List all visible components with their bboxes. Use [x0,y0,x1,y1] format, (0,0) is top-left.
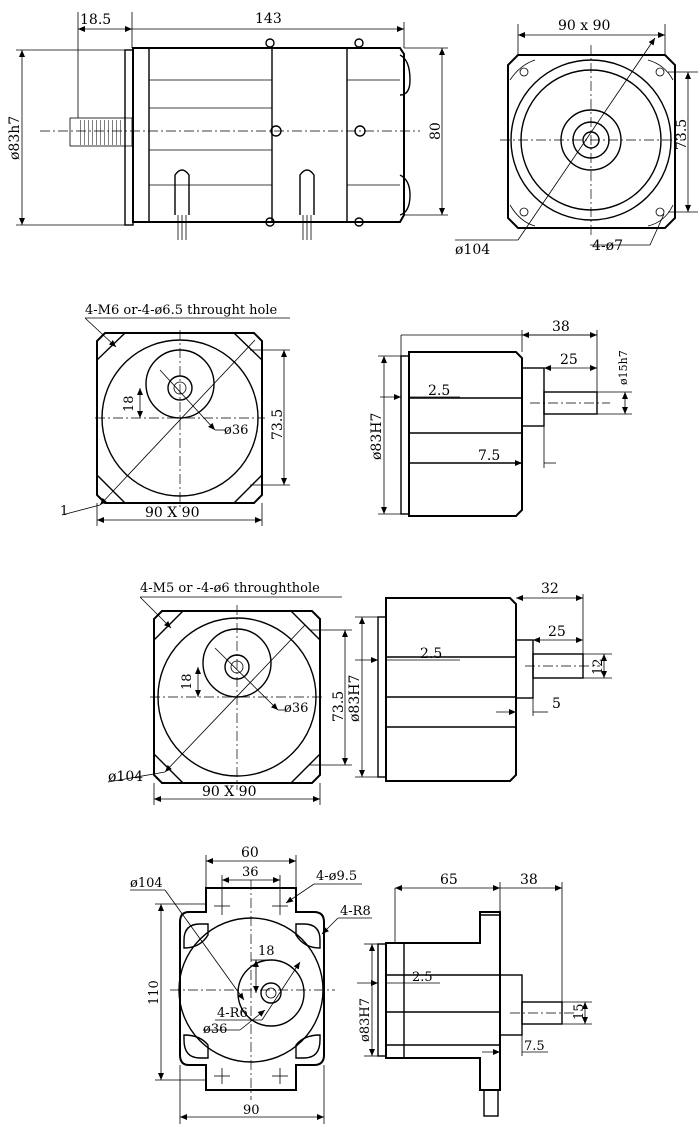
dim-step-a: 7.5 [478,448,500,464]
dim-shaft-b: 25 [548,624,566,640]
dim-boss-b: ø36 [284,701,308,716]
dim-corner-c: 4-R8 [340,904,371,919]
dim-pcd-b: 73.5 [331,691,347,722]
dim-pilot-dia-a: ø83H7 [369,413,385,460]
dim-front-holes: 4-ø7 [592,238,623,254]
dim-shaft-length: 18.5 [80,12,111,28]
note-mounting-holes-a: 4-M6 or-4-ø6.5 throught hole [85,303,278,318]
dim-step-b: 5 [552,696,561,712]
gearbox-side-view-c: 65 38 2.5 ø83H7 15 7.5 [357,872,592,1117]
dim-38-c: 38 [520,872,538,888]
dim-holes-c: 4-ø9.5 [316,869,357,884]
dim-width-60: 60 [241,845,259,861]
dim-shaft-dia-a: ø15h7 [617,350,630,385]
motor-side-view: 18.5 143 ø83h7 80 [7,11,448,240]
front-square [507,54,676,229]
dim-boss-c: ø36 [203,1022,227,1037]
dim-square-b: 90 X 90 [202,784,257,800]
dim-width-36: 36 [242,865,259,880]
gearbox-front-view-c: 60 36 4-ø9.5 ø104 4-R8 18 110 4-R6 ø36 9… [130,845,372,1124]
dim-offset-c: 18 [258,944,275,959]
dim-total-length: 143 [255,11,282,27]
dim-offset-a: 18 [122,395,137,412]
dim-height: 80 [428,122,444,140]
gearbox-side-view-b: 32 25 12 2.5 ø83H7 5 [347,581,612,782]
dim-circle-b: ø104 [108,769,143,785]
dim-r6-c: 4-R6 [217,1006,248,1021]
dim-square-a: 90 X 90 [145,505,200,521]
gearbox-front-view-b: 4-M5 or -4-ø6 throughthole 18 ø36 73.5 ø… [107,581,352,805]
dim-key-b: 12 [591,658,606,675]
dim-pilot-dia-c: ø83H7 [358,998,373,1042]
dim-front-pcd: 73.5 [674,119,690,150]
dim-pcd-a: 73.5 [270,409,286,440]
dim-pilot-dia-b: ø83H7 [347,675,363,722]
dim-flange-b: 2.5 [420,646,442,662]
dim-total-b: 32 [541,581,559,597]
shaft-key-hatch [80,120,122,145]
dim-shaft-dia-c: 15 [572,1003,587,1020]
dim-flange-a: 2.5 [428,383,450,399]
dim-height-c: 110 [147,980,162,1005]
dim-circle-c: ø104 [130,876,163,891]
dim-front-square: 90 x 90 [558,18,610,34]
note-mounting-holes-b: 4-M5 or -4-ø6 throughthole [140,581,320,596]
dim-flange-c: 2.5 [412,970,433,985]
dim-front-circle: ø104 [455,242,490,258]
dim-offset-b: 18 [180,673,195,690]
gearbox-side-view-a: 38 25 ø15h7 2.5 ø83H7 7.5 [369,319,632,517]
motor-front-view: 90 x 90 73.5 ø104 4-ø7 [455,18,698,258]
dim-step-c: 7.5 [524,1039,545,1054]
dim-shaft-a: 25 [560,352,578,368]
gearbox-front-view-a: 4-M6 or-4-ø6.5 throught hole 18 ø36 73.5… [60,303,290,526]
dim-width-c: 90 [243,1103,260,1118]
dim-total-a: 38 [552,319,570,335]
dim-boss-a: ø36 [224,423,248,438]
leader-label-a: 1 [60,504,68,519]
dim-pilot-diameter: ø83h7 [7,116,23,160]
dim-65: 65 [440,872,458,888]
